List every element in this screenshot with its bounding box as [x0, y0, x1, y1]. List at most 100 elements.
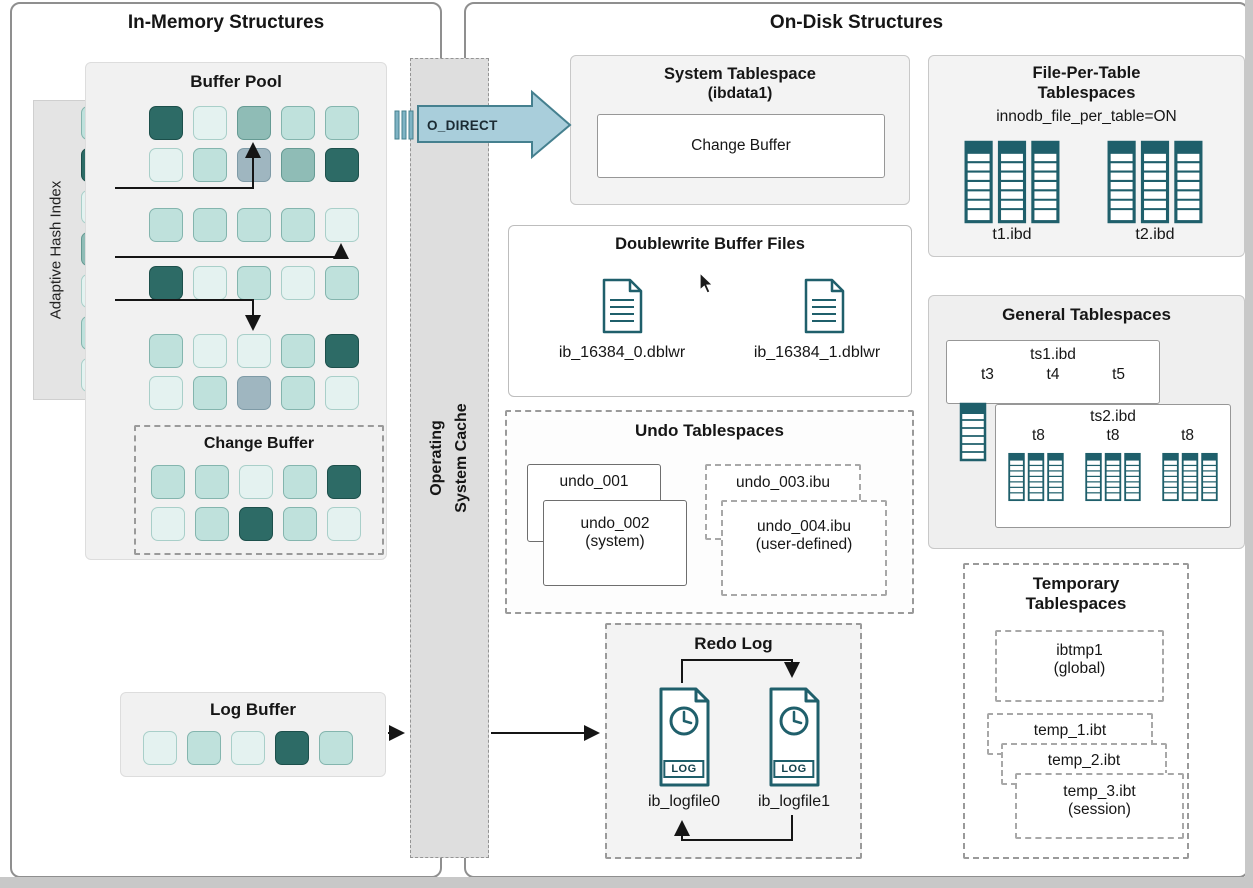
table-icon — [1085, 448, 1141, 506]
buffer-pool-row — [149, 376, 359, 410]
buffer-cell — [239, 507, 273, 541]
general-tablespaces-box: General Tablespaces ts1.ibd t3 t4 t5 ts2… — [928, 295, 1245, 549]
ts1-table-label: t4 — [1046, 366, 1060, 383]
buffer-cell — [281, 334, 315, 368]
buffer-cell — [237, 376, 271, 410]
buffer-cell — [275, 731, 309, 765]
buffer-cell — [237, 208, 271, 242]
file-per-table-title: File-Per-Table Tablespaces — [929, 56, 1244, 104]
temp3-box: temp_3.ibt (session) — [1015, 773, 1184, 839]
ibtmp1-sub: (global) — [1053, 660, 1106, 677]
buffer-cell — [237, 266, 271, 300]
dblwr-file2-label: ib_16384_1.dblwr — [753, 344, 881, 361]
buffer-cell — [327, 465, 361, 499]
document-icon — [599, 278, 645, 334]
buffer-cell — [239, 465, 273, 499]
ts2-icons-row — [996, 445, 1230, 506]
buffer-cell — [281, 376, 315, 410]
buffer-cell — [325, 376, 359, 410]
doublewrite-box: Doublewrite Buffer Files ib_16384_0.dblw… — [508, 225, 912, 397]
file-per-table-subtitle: innodb_file_per_table=ON — [996, 107, 1177, 125]
t2-ibd-label: t2.ibd — [1135, 226, 1175, 243]
buffer-cell — [193, 106, 227, 140]
log-badge: LOG — [773, 760, 815, 778]
buffer-cell — [151, 465, 185, 499]
doublewrite-title: Doublewrite Buffer Files — [615, 235, 805, 253]
buffer-pool-row — [149, 208, 359, 242]
temp2-label: temp_2.ibt — [1047, 752, 1121, 769]
buffer-cell — [325, 148, 359, 182]
t1-ibd-label: t1.ibd — [992, 226, 1032, 243]
dblwr-file1-label: ib_16384_0.dblwr — [558, 344, 686, 361]
buffer-cell — [237, 334, 271, 368]
table-icon — [964, 140, 1060, 224]
buffer-cell — [281, 208, 315, 242]
system-tablespace-box: System Tablespace (ibdata1) Change Buffe… — [570, 55, 910, 205]
buffer-cell — [281, 148, 315, 182]
undo-tablespaces-box: Undo Tablespaces undo_001 undo_002 (syst… — [505, 410, 914, 614]
ts2-table-label: t8 — [1181, 427, 1194, 444]
ib-logfile1-label: ib_logfile1 — [757, 793, 831, 810]
os-cache-label-line1: Operating — [427, 420, 445, 496]
system-tablespace-subtitle: (ibdata1) — [707, 84, 773, 102]
buffer-cell — [325, 208, 359, 242]
redo-log-title: Redo Log — [694, 634, 773, 653]
undo-002-sub: (system) — [585, 533, 645, 550]
ts2-table-label: t8 — [1106, 427, 1120, 444]
buffer-cell — [149, 148, 183, 182]
temp3-sub: (session) — [1068, 801, 1131, 818]
table-icon — [957, 402, 989, 462]
buffer-cell — [231, 731, 265, 765]
buffer-pool-row — [149, 266, 359, 300]
ib-logfile0-label: ib_logfile0 — [647, 793, 721, 810]
file-per-table-title-line1: File-Per-Table — [1032, 64, 1141, 82]
temporary-tablespaces-title: Temporary Tablespaces — [965, 565, 1187, 615]
buffer-pool-row — [149, 148, 359, 182]
ts1-table-label: t3 — [981, 366, 994, 383]
buffer-cell — [325, 334, 359, 368]
file-per-table-title-line2: Tablespaces — [1037, 83, 1136, 102]
temporary-title-line1: Temporary — [1032, 574, 1120, 593]
buffer-pool-row — [149, 106, 359, 140]
table-icon — [1008, 448, 1064, 506]
file-per-table-box: File-Per-Table Tablespaces innodb_file_p… — [928, 55, 1245, 257]
screen-edge-right — [1245, 0, 1253, 888]
ibtmp1-label: ibtmp1 — [1056, 642, 1103, 659]
buffer-pool-box: Buffer Pool Change Buffer — [85, 62, 387, 560]
buffer-cell — [149, 106, 183, 140]
undo-002-box: undo_002 (system) — [543, 500, 687, 586]
log-file-icon: LOG — [654, 687, 714, 787]
undo-004-label: undo_004.ibu — [757, 518, 851, 535]
ts1-title: ts1.ibd — [1030, 346, 1076, 363]
buffer-cell — [327, 507, 361, 541]
ts1-box: ts1.ibd t3 t4 t5 — [946, 340, 1160, 404]
ts1-table-label: t5 — [1112, 366, 1125, 383]
log-file-icon: LOG — [764, 687, 824, 787]
in-memory-title: In-Memory Structures — [127, 12, 325, 33]
os-cache-label: Operating System Cache — [425, 403, 475, 512]
buffer-cell — [195, 507, 229, 541]
buffer-cell — [193, 376, 227, 410]
undo-004-box: undo_004.ibu (user-defined) — [721, 500, 887, 596]
buffer-cell — [283, 507, 317, 541]
change-buffer-row — [151, 507, 361, 541]
buffer-cell — [325, 266, 359, 300]
log-badge: LOG — [663, 760, 705, 778]
buffer-cell — [151, 507, 185, 541]
undo-002-label: undo_002 — [580, 515, 650, 532]
os-cache-bar: Operating System Cache — [410, 58, 489, 858]
undo-001-label: undo_001 — [559, 473, 629, 490]
buffer-cell — [149, 266, 183, 300]
buffer-pool-title: Buffer Pool — [190, 72, 282, 91]
os-cache-label-line2: System Cache — [452, 403, 470, 513]
log-buffer-box: Log Buffer — [120, 692, 386, 777]
buffer-cell — [149, 334, 183, 368]
buffer-cell — [187, 731, 221, 765]
buffer-cell — [149, 208, 183, 242]
ts2-box: ts2.ibd t8 t8 t8 — [995, 404, 1231, 528]
log-buffer-row — [143, 731, 353, 765]
buffer-cell — [325, 106, 359, 140]
buffer-cell — [193, 334, 227, 368]
buffer-cell — [281, 106, 315, 140]
